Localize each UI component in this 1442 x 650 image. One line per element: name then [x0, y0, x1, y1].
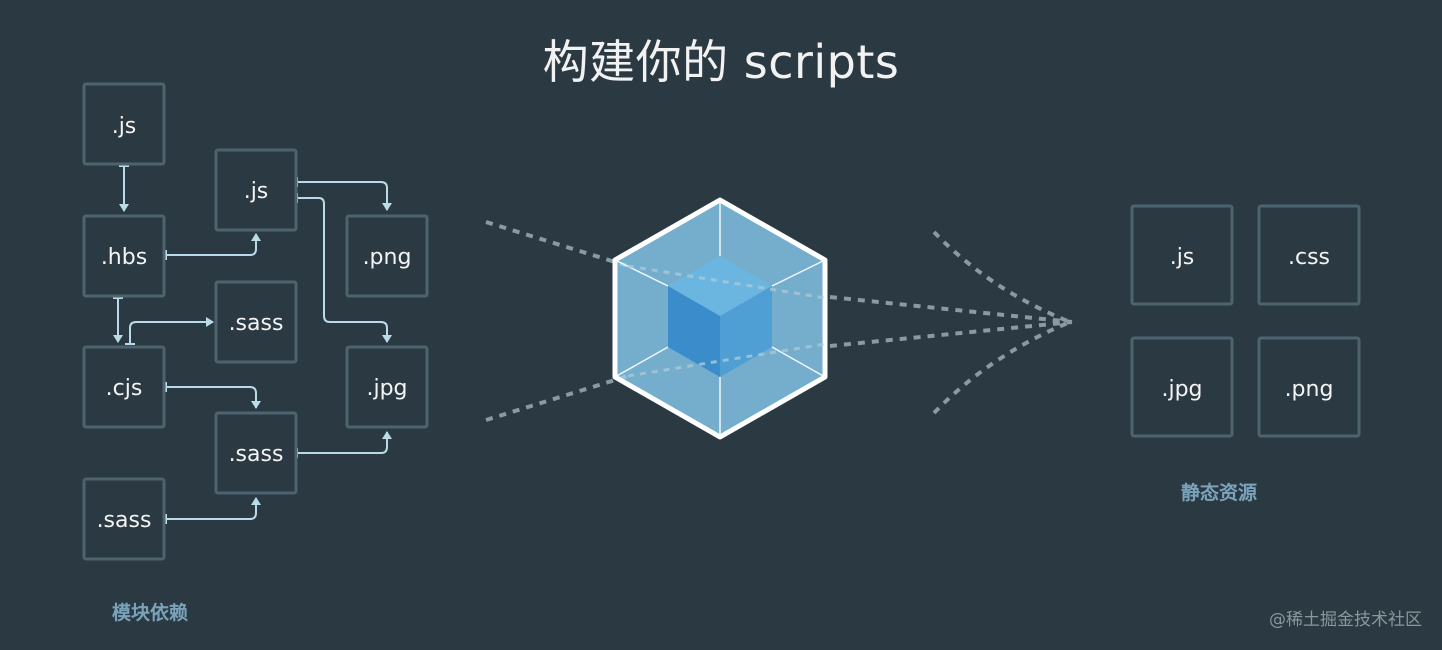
module-box-sass-lower [214, 411, 298, 495]
module-label-sass-upper: .sass [229, 311, 284, 336]
cube-inner-left [668, 286, 720, 377]
connectors [113, 166, 392, 520]
module-label-sass-lower: .sass [229, 442, 284, 467]
module-label-sass: .sass [97, 508, 152, 533]
module-box-js-2 [214, 148, 298, 232]
connector-sass-to-jpg [297, 431, 392, 454]
connector-sass-to-sass-lower [166, 497, 261, 520]
cube-dotted-overlay [627, 264, 826, 378]
module-label-js-2: .js [244, 179, 269, 204]
module-box-png [345, 214, 429, 298]
diagram-title: 构建你的 scripts [542, 35, 900, 89]
webpack-cube-icon [612, 197, 828, 440]
module-label-png: .png [363, 245, 412, 270]
asset-box-js [1130, 204, 1234, 306]
asset-label-js: .js [1170, 245, 1195, 270]
dotted-arc-upper [932, 230, 1071, 324]
connector-ticks [113, 165, 298, 524]
asset-box-jpg [1130, 336, 1234, 438]
module-label-js: .js [112, 114, 137, 139]
dotted-line-lower-left [485, 374, 629, 422]
asset-labels: .js .css .jpg .png [1161, 245, 1333, 402]
dotted-input-lines [485, 220, 629, 422]
watermark: @稀土掘金技术社区 [1269, 610, 1422, 630]
module-label-hbs: .hbs [101, 245, 147, 270]
cube-edges [614, 200, 826, 437]
asset-box-png [1257, 336, 1361, 438]
connector-cjs-to-sass-lower [166, 386, 261, 409]
asset-boxes [1130, 204, 1361, 438]
connector-hbs-to-js [166, 233, 261, 256]
module-box-sass [82, 477, 166, 561]
module-box-js [82, 82, 166, 166]
dotted-output-lines [829, 230, 1073, 415]
module-labels: .js .hbs .cjs .sass .js .sass .sass .png… [97, 114, 412, 533]
asset-box-css [1257, 204, 1361, 306]
dotted-line-upper-right [829, 295, 1073, 324]
asset-label-jpg: .jpg [1161, 377, 1202, 402]
connector-js-to-jpg [297, 197, 392, 343]
module-dependency-caption: 模块依赖 [112, 602, 189, 624]
connector-js-to-png [297, 181, 392, 211]
module-label-cjs: .cjs [106, 376, 143, 401]
dotted-line-lower-right [829, 320, 1073, 348]
module-box-sass-upper [214, 280, 298, 364]
asset-label-png: .png [1285, 377, 1334, 402]
asset-label-css: .css [1288, 245, 1330, 270]
connector-cjs-to-sass [129, 317, 214, 344]
module-box-hbs [82, 214, 166, 298]
module-boxes [82, 82, 429, 561]
module-label-jpg: .jpg [366, 376, 407, 401]
module-box-cjs [82, 345, 166, 429]
dotted-line-upper-left [485, 220, 629, 268]
dotted-arc-lower [932, 320, 1071, 415]
static-assets-caption: 静态资源 [1181, 482, 1258, 504]
module-box-jpg [345, 345, 429, 429]
